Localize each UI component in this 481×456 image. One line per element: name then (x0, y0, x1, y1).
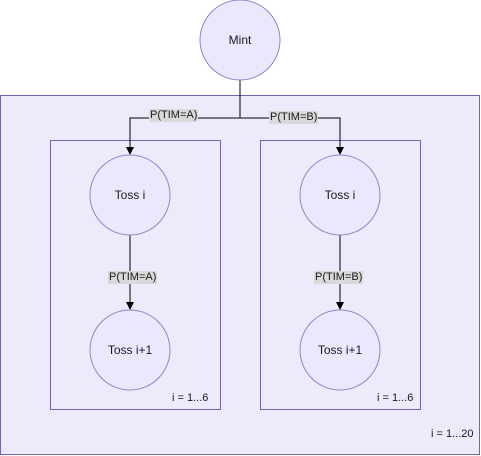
left-toss-i1-node (89, 309, 171, 391)
right-toss-i-label: Toss i (324, 188, 356, 202)
left-plate-label: i = 1...6 (172, 392, 209, 404)
right-plate-label: i = 1...6 (377, 392, 414, 404)
right-toss-i-node (299, 154, 381, 236)
edge-label-mint-left: P(TIM=A) (149, 109, 199, 122)
edge-label-mint-right: P(TIM=B) (269, 111, 319, 124)
left-toss-i-node (89, 154, 171, 236)
edge-label-right-inner: P(TIM=B) (314, 271, 364, 284)
mint-node (199, 0, 281, 81)
outer-plate-label: i = 1...20 (431, 428, 474, 440)
left-toss-i-label: Toss i (114, 188, 146, 202)
left-toss-i1-label: Toss i+1 (107, 343, 153, 357)
edge-label-left-inner: P(TIM=A) (108, 271, 158, 284)
right-toss-i1-label: Toss i+1 (317, 343, 363, 357)
right-toss-i1-node (299, 309, 381, 391)
mint-label: Mint (228, 33, 252, 47)
